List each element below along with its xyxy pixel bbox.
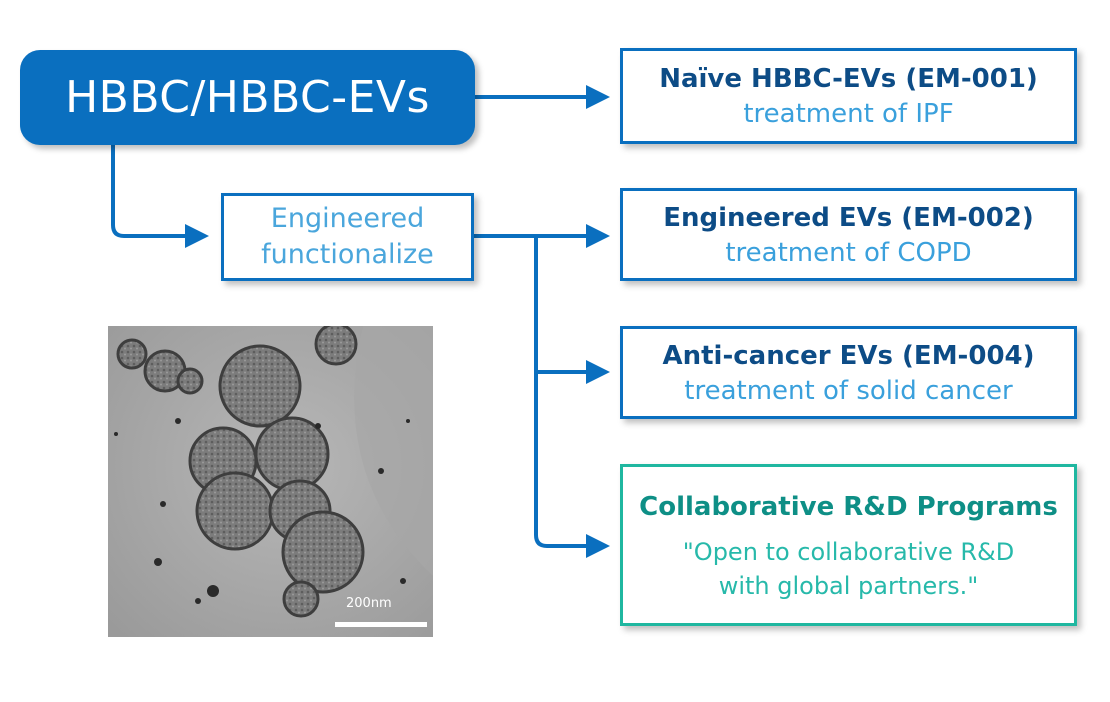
micrograph-graphic: 200nm — [108, 326, 433, 637]
scale-bar-label: 200nm — [346, 596, 392, 611]
electron-micrograph-image: 200nm — [108, 326, 433, 637]
product-title: Engineered EVs (EM-002) — [663, 202, 1034, 233]
product-title: Naïve HBBC-EVs (EM-001) — [659, 64, 1038, 94]
product-subtitle: treatment of solid cancer — [684, 375, 1013, 406]
product-subtitle: treatment of IPF — [743, 99, 954, 129]
collab-quote-line2: with global partners." — [718, 572, 979, 600]
engineered-line1: Engineered — [270, 203, 425, 234]
product-subtitle: treatment of COPD — [725, 237, 972, 268]
product-node-em001: Naïve HBBC-EVs (EM-001) treatment of IPF — [620, 48, 1077, 144]
engineered-line2: functionalize — [261, 239, 434, 270]
collaborative-programs-node: Collaborative R&D Programs "Open to coll… — [620, 464, 1077, 626]
engineered-functionalize-node: Engineered functionalize — [221, 193, 474, 281]
product-node-em002: Engineered EVs (EM-002) treatment of COP… — [620, 188, 1077, 281]
product-title: Anti-cancer EVs (EM-004) — [662, 340, 1035, 371]
root-label: HBBC/HBBC-EVs — [65, 72, 430, 123]
branch-trunk — [534, 236, 610, 558]
collab-title: Collaborative R&D Programs — [639, 492, 1058, 522]
collab-quote-line1: "Open to collaborative R&D — [682, 538, 1015, 566]
root-node-hbbc: HBBC/HBBC-EVs — [20, 50, 475, 145]
scale-bar — [335, 622, 427, 627]
product-node-em004: Anti-cancer EVs (EM-004) treatment of so… — [620, 326, 1077, 419]
arrow-root-to-engineered — [111, 145, 209, 248]
